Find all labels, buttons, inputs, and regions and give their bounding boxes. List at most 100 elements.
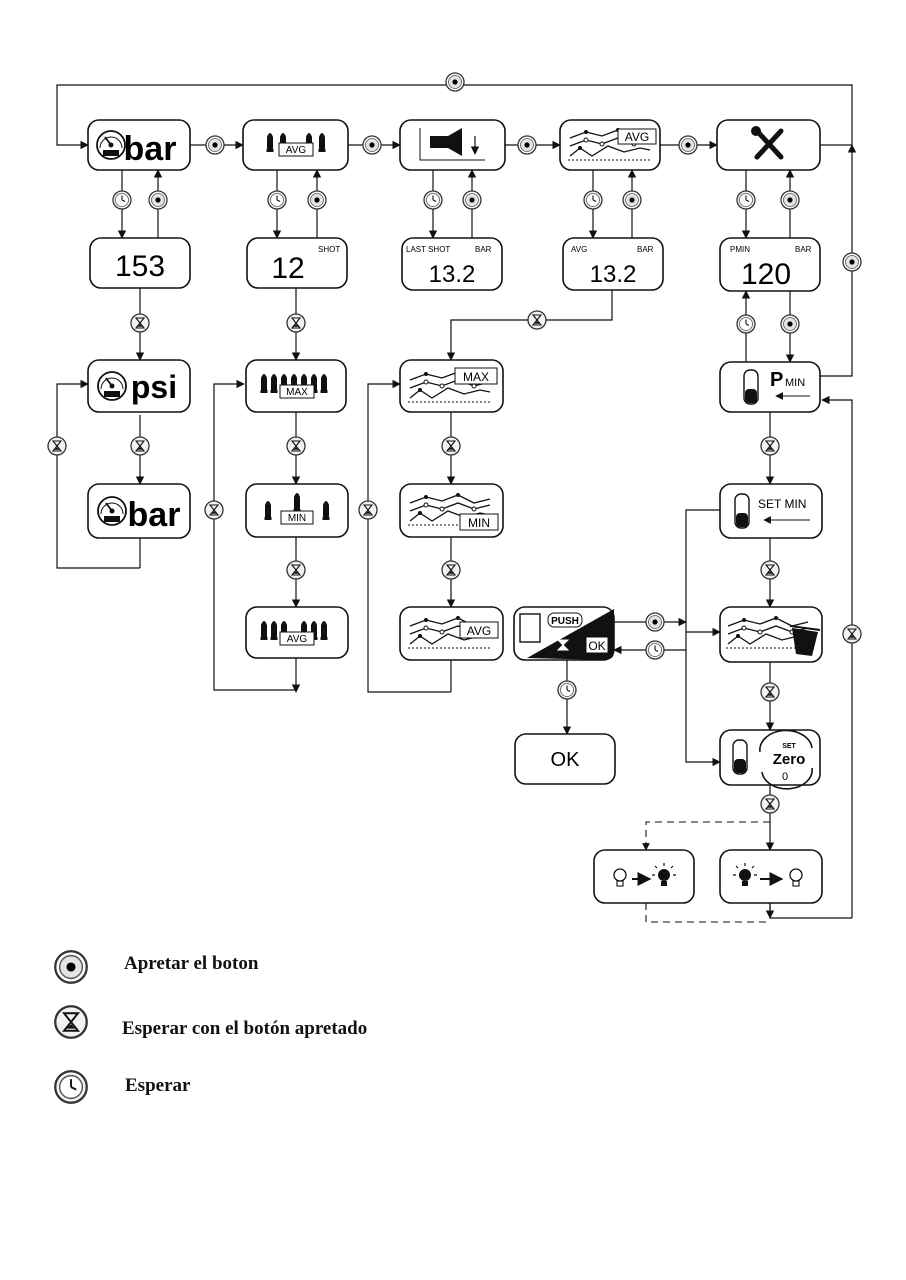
- hourglass-icon: [760, 794, 780, 814]
- hourglass-icon: [441, 560, 461, 580]
- node-pmin-value: PMIN BAR 120: [719, 237, 821, 292]
- hourglass-icon: [358, 500, 378, 520]
- bar-icon-text-2: bar: [128, 496, 181, 534]
- avg-icon-text: AVG: [286, 145, 307, 156]
- push-text: PUSH: [551, 616, 579, 627]
- action-icons: [47, 72, 862, 814]
- p-sub-icon-text: MIN: [785, 377, 805, 389]
- last-shot-label: LAST SHOT: [406, 245, 450, 254]
- node-settings: [716, 119, 821, 171]
- clock-icon: [423, 190, 443, 210]
- press-button-icon: [780, 190, 800, 210]
- psi-icon-text: psi: [131, 369, 177, 405]
- hourglass-icon: [760, 682, 780, 702]
- press-button-icon: [205, 135, 225, 155]
- avg-icon-text-2: AVG: [287, 634, 308, 645]
- clock-icon: [645, 640, 665, 660]
- set-min-text: SET MIN: [758, 497, 806, 511]
- node-max-graph: MAX: [399, 359, 504, 413]
- node-avg-graph: AVG: [559, 119, 661, 171]
- pmin-label: PMIN: [730, 245, 750, 254]
- dashed-lines: [642, 821, 770, 923]
- node-shot-value: 12 SHOT: [246, 237, 348, 289]
- clock-icon: [736, 190, 756, 210]
- legend-hold-label: Esperar con el botón apretado: [122, 1018, 368, 1039]
- count-value: 153: [115, 250, 165, 283]
- press-button-icon: [307, 190, 327, 210]
- legend-press-label: Apretar el boton: [124, 953, 259, 974]
- min-icon-text: MIN: [288, 513, 306, 524]
- clock-icon: [736, 314, 756, 334]
- node-avg-bullets: AVG: [242, 119, 349, 171]
- node-gauge-psi: psi: [87, 359, 191, 413]
- avg-graph-text-2: AVG: [467, 624, 491, 638]
- ok-small-text: OK: [588, 639, 605, 653]
- pmin-unit: BAR: [795, 245, 812, 254]
- node-min-graph: MIN: [399, 483, 504, 538]
- clock-icon: [583, 190, 603, 210]
- node-last-shot-icon: [399, 119, 506, 171]
- hourglass-icon: [286, 436, 306, 456]
- press-button-icon: [54, 950, 88, 984]
- press-button-icon: [678, 135, 698, 155]
- bar-icon-text: bar: [124, 130, 177, 168]
- hourglass-icon: [760, 560, 780, 580]
- legend-icons: [54, 950, 88, 1104]
- press-button-icon: [780, 314, 800, 334]
- clock-icon: [267, 190, 287, 210]
- max-icon-text: MAX: [286, 387, 308, 398]
- hourglass-icon: [441, 436, 461, 456]
- node-count-value: 153: [89, 237, 191, 289]
- press-button-icon: [362, 135, 382, 155]
- hourglass-icon: [286, 560, 306, 580]
- press-button-icon: [842, 252, 862, 272]
- hourglass-icon: [130, 313, 150, 333]
- avg-label: AVG: [571, 245, 587, 254]
- hourglass-icon: [286, 313, 306, 333]
- trash-icon: [789, 625, 821, 656]
- press-button-icon: [462, 190, 482, 210]
- clock-icon: [557, 680, 577, 700]
- press-button-icon: [622, 190, 642, 210]
- node-set-min: SET MIN: [719, 483, 823, 539]
- node-light-off: [719, 849, 823, 904]
- node-avg-bullets-2: AVG: [245, 606, 349, 659]
- clock-icon: [112, 190, 132, 210]
- shot-value: 12: [271, 252, 304, 285]
- zero-digit-text: 0: [782, 771, 788, 783]
- max-graph-text: MAX: [463, 370, 489, 384]
- hourglass-icon: [54, 1005, 88, 1039]
- hourglass-icon: [130, 436, 150, 456]
- press-button-icon: [148, 190, 168, 210]
- avg-graph-text: AVG: [625, 130, 649, 144]
- zero-text: Zero: [773, 751, 806, 768]
- hourglass-icon: [760, 436, 780, 456]
- node-push-ok: PUSH OK: [513, 606, 615, 661]
- node-avg-value: AVG BAR 13.2: [562, 237, 664, 291]
- avg-unit: BAR: [637, 245, 654, 254]
- legend-wait-label: Esperar: [125, 1075, 191, 1096]
- hourglass-icon: [527, 310, 547, 330]
- node-pmin-icon: P MIN: [719, 361, 821, 413]
- press-button-icon: [645, 612, 665, 632]
- hourglass-icon: [204, 500, 224, 520]
- node-last-shot-value: LAST SHOT BAR 13.2: [401, 237, 503, 291]
- press-button-icon: [445, 72, 465, 92]
- set-text: SET: [782, 743, 796, 750]
- hourglass-icon: [47, 436, 67, 456]
- min-graph-text: MIN: [468, 516, 490, 530]
- node-clear-graph: [719, 606, 823, 663]
- node-avg-graph-2: AVG: [399, 606, 504, 661]
- tools-icon: [751, 126, 784, 160]
- hourglass-icon: [842, 624, 862, 644]
- node-max-bullets: MAX: [245, 359, 347, 413]
- node-min-bullets: MIN: [245, 483, 349, 538]
- pmin-value: 120: [741, 258, 791, 291]
- shot-unit: SHOT: [318, 245, 340, 254]
- last-shot-unit: BAR: [475, 245, 492, 254]
- ok-label: OK: [551, 749, 581, 771]
- node-gauge-bar: bar: [87, 119, 191, 171]
- p-icon-text: P: [770, 369, 783, 391]
- node-light-on: [593, 849, 695, 904]
